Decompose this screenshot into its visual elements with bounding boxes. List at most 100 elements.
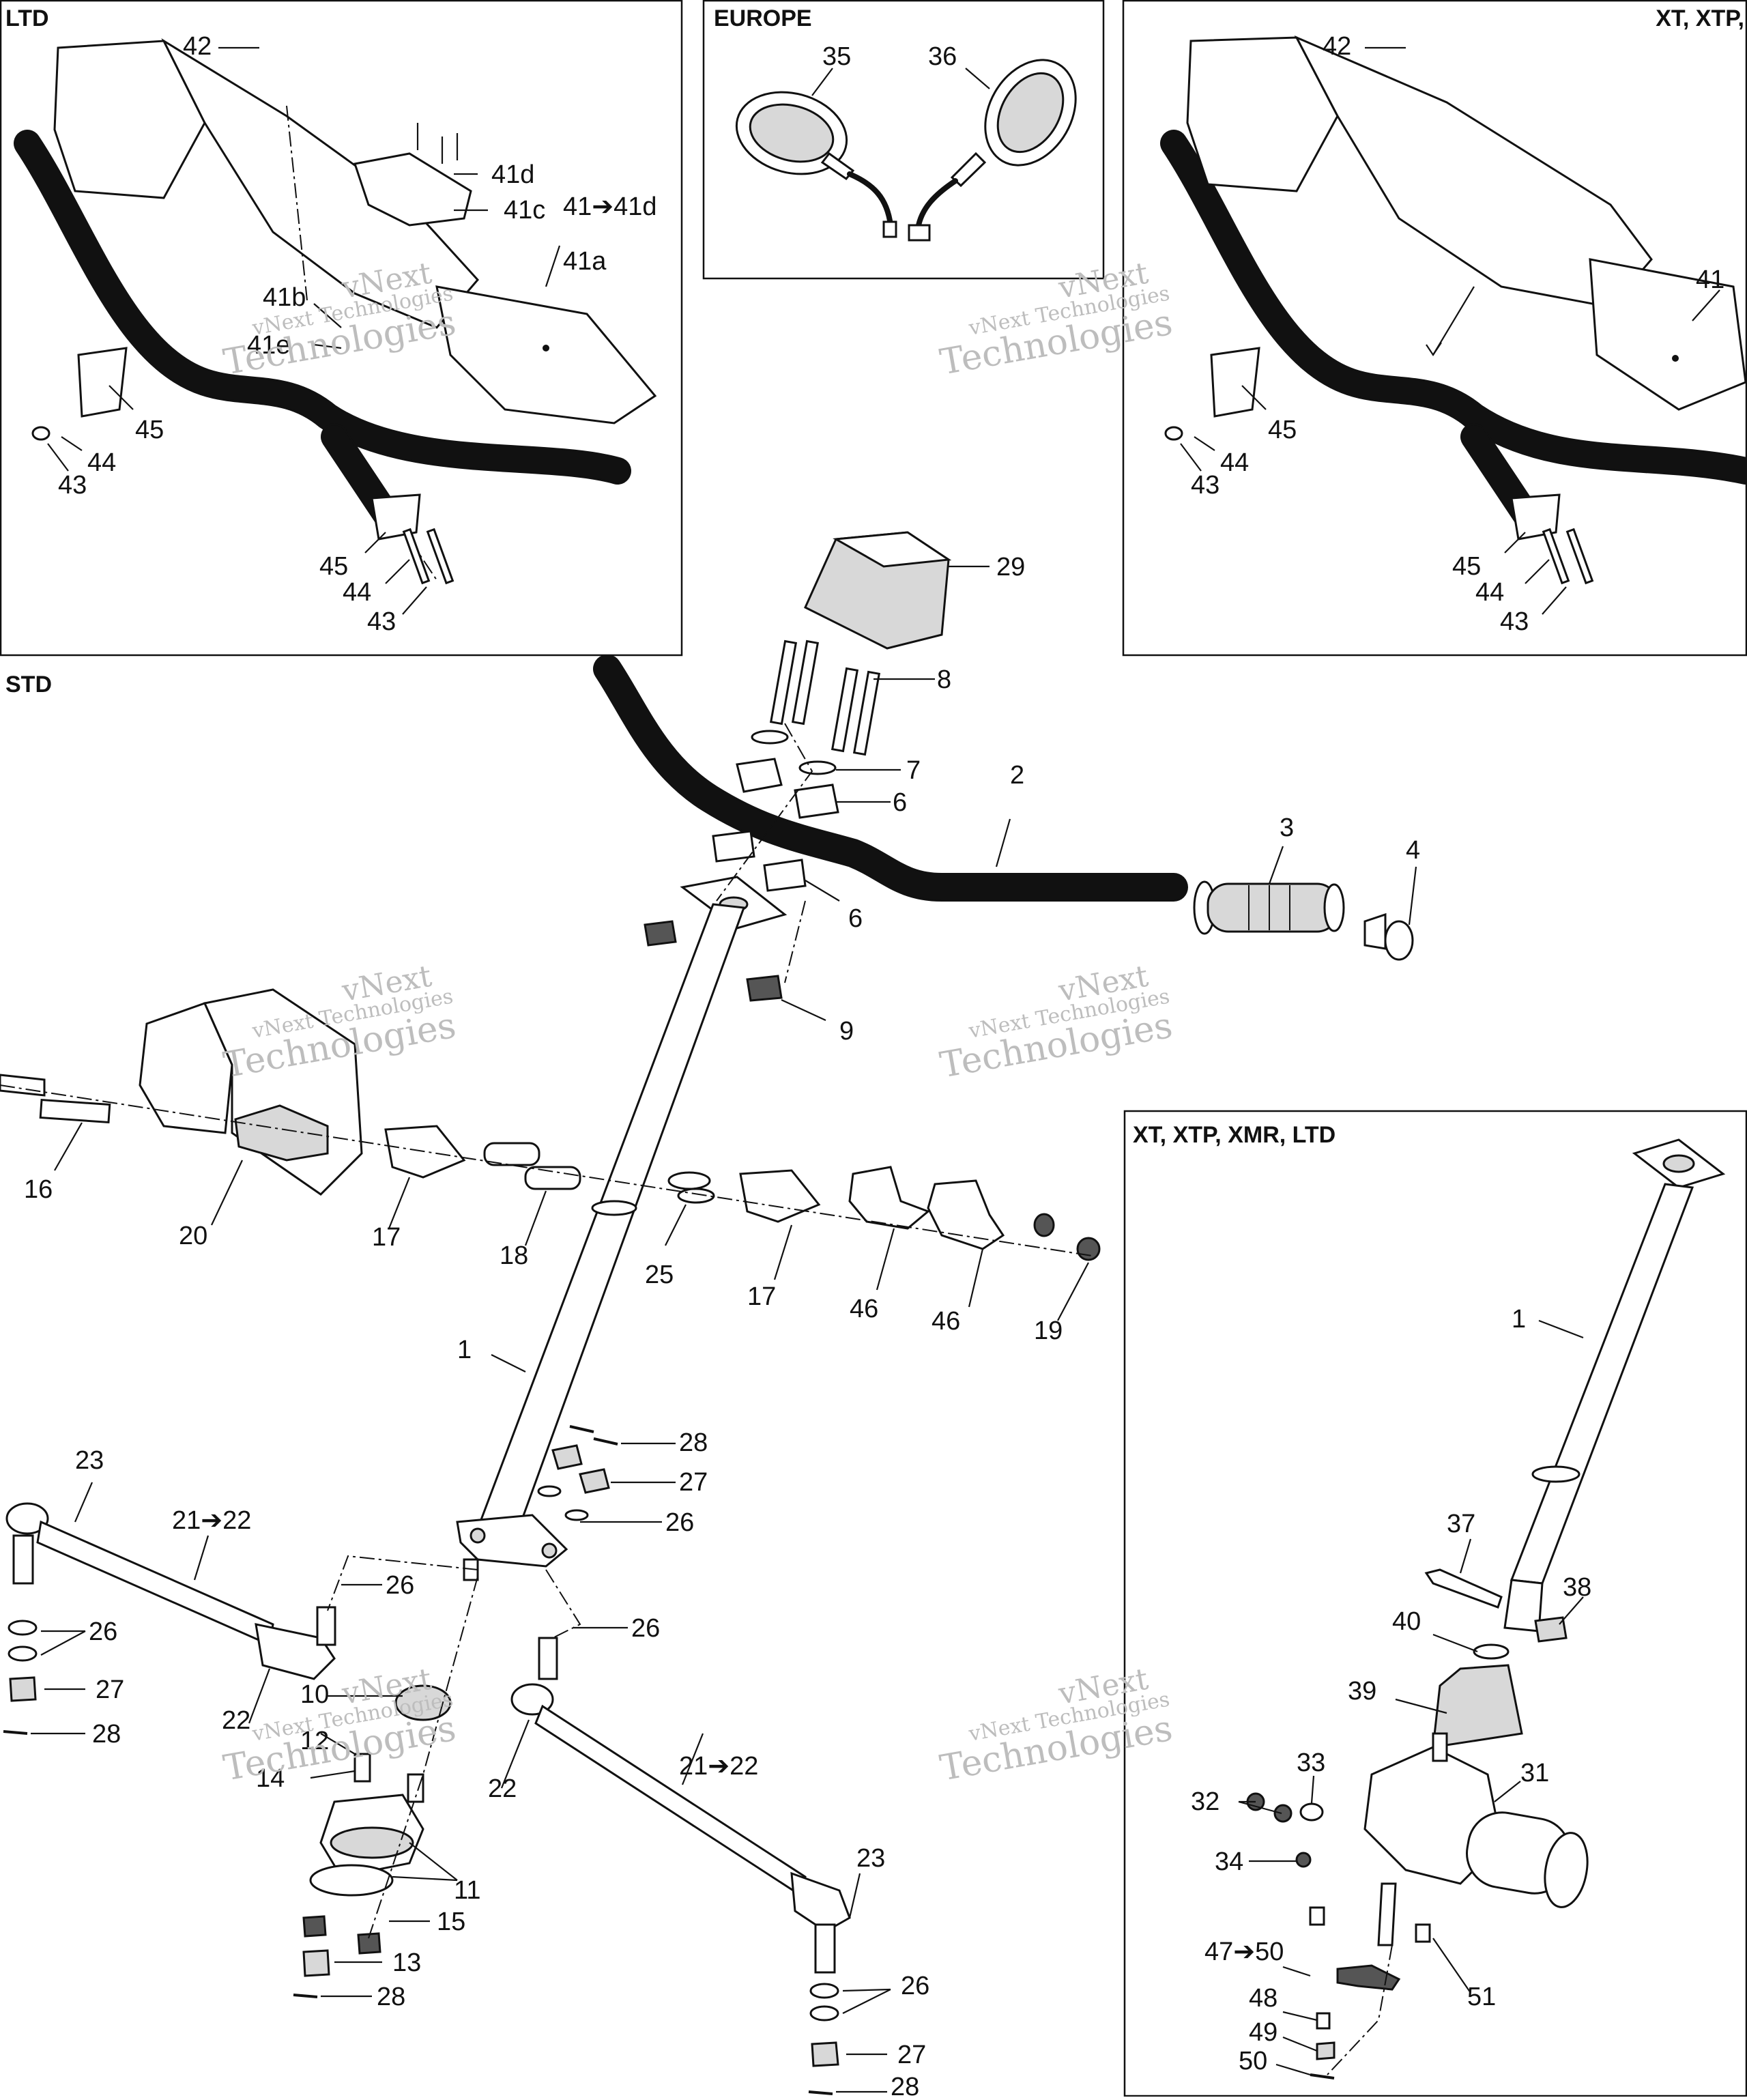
callout-xt-43-lower: 43: [1500, 607, 1529, 636]
clamp-6-upper: [736, 758, 783, 793]
callout-ltd-45-lower: 45: [319, 552, 348, 581]
callout-xt-38: 38: [1563, 1573, 1591, 1602]
callout-17-right: 17: [747, 1282, 776, 1311]
callout-xt-47-50: 47➔50: [1204, 1938, 1284, 1966]
callout-ltd-41e: 41e: [247, 331, 290, 360]
callout-xt-33: 33: [1297, 1749, 1325, 1777]
callout-8: 8: [937, 665, 951, 694]
grip-3: [1207, 882, 1339, 933]
section-title-xt-bottom: XT, XTP, XMR, LTD: [1133, 1122, 1335, 1148]
callout-26-top: 26: [665, 1508, 694, 1537]
callout-14: 14: [256, 1764, 285, 1793]
callout-15: 15: [437, 1908, 465, 1936]
ltd-handguard-right-shell: [435, 285, 657, 425]
xt-top-panel: [1122, 0, 1747, 657]
std-steering-drawing: [0, 531, 1414, 2095]
callout-26-left: 26: [89, 1617, 117, 1646]
callout-xt-39: 39: [1348, 1677, 1376, 1706]
callout-16: 16: [24, 1175, 53, 1204]
clamp-6-lower: [712, 830, 755, 863]
callout-6-lower: 6: [848, 904, 863, 933]
section-title-std: STD: [5, 672, 52, 697]
ltd-clamp-45-lower: [371, 493, 421, 541]
callout-23-left: 23: [75, 1446, 104, 1475]
bushing-17-right: [739, 1169, 821, 1223]
callout-20: 20: [179, 1222, 207, 1250]
section-title-ltd: LTD: [5, 5, 49, 31]
callout-xt-50: 50: [1239, 2047, 1267, 2075]
callout-21-22-right: 21➔22: [679, 1752, 758, 1781]
bushing-17-left: [384, 1125, 466, 1179]
callout-26-mid-right: 26: [631, 1614, 660, 1643]
end-plug-4: [1384, 920, 1414, 961]
callout-2: 2: [1010, 761, 1024, 790]
xt-bottom-leaders: [1238, 1319, 1584, 2076]
callout-ltd-44-lower: 44: [343, 578, 371, 607]
callout-xt-42: 42: [1323, 32, 1351, 61]
xt-boot-39: [1432, 1664, 1523, 1749]
callout-ltd-41a: 41a: [563, 247, 607, 276]
callout-ltd-45-upper: 45: [135, 416, 164, 444]
ltd-handguard-bridge: [161, 38, 480, 329]
callout-27-top: 27: [679, 1468, 708, 1497]
europe-panel: [702, 0, 1105, 280]
callout-xt-31: 31: [1520, 1759, 1549, 1787]
callout-4: 4: [1406, 836, 1420, 865]
callout-22-left: 22: [222, 1706, 250, 1735]
callout-xt-32: 32: [1191, 1787, 1219, 1816]
ltd-panel: [0, 0, 683, 657]
callout-xt-48: 48: [1249, 1984, 1277, 2013]
section-title-europe: EUROPE: [714, 5, 812, 31]
callout-1: 1: [457, 1336, 472, 1364]
ltd-leaders: [47, 46, 561, 615]
callout-28-left: 28: [92, 1720, 121, 1749]
callout-21-22-left: 21➔22: [172, 1506, 251, 1535]
callout-23-right: 23: [856, 1844, 885, 1873]
callout-eu-35: 35: [822, 42, 851, 71]
callout-xt-44-lower: 44: [1475, 578, 1504, 607]
callout-ltd-43-upper: 43: [58, 471, 87, 500]
callout-46-right: 46: [932, 1307, 960, 1336]
callout-11: 11: [454, 1876, 480, 1905]
callout-ltd-41b: 41b: [263, 283, 306, 312]
callout-xt-49: 49: [1249, 2018, 1277, 2047]
callout-27-left: 27: [96, 1675, 124, 1704]
callout-ltd-44-upper: 44: [87, 448, 116, 477]
callout-ltd-41c: 41c: [504, 196, 545, 225]
std-leaders: [31, 565, 1417, 2093]
callout-28-bottom: 28: [377, 1983, 405, 2011]
callout-13: 13: [392, 1948, 421, 1977]
tie-rod-right: [534, 1704, 807, 1896]
callout-7: 7: [906, 756, 921, 785]
section-title-xt-top: XT, XTP,: [1656, 5, 1744, 31]
callout-xt-41: 41: [1696, 265, 1724, 294]
callout-ltd-43-lower: 43: [367, 607, 396, 636]
callout-6-upper: 6: [893, 788, 907, 817]
callout-17-left: 17: [372, 1223, 401, 1252]
callout-xt-34: 34: [1215, 1847, 1243, 1876]
callout-28-right: 28: [891, 2073, 919, 2097]
ltd-bracket-41c: [353, 152, 472, 227]
ltd-handlebar-drawing: [14, 38, 657, 585]
callout-xt-44-upper: 44: [1220, 448, 1249, 477]
callout-12: 12: [300, 1727, 329, 1755]
callout-46-left: 46: [850, 1295, 878, 1323]
std-center-lines: [0, 723, 1093, 1939]
callout-10: 10: [300, 1680, 329, 1709]
callout-xt-51: 51: [1467, 1983, 1496, 2011]
callout-3: 3: [1280, 814, 1294, 842]
europe-mirrors-drawing: [735, 59, 1077, 242]
callout-26-right: 26: [901, 1972, 929, 2000]
xt-bottom-panel: [1123, 1110, 1747, 2097]
callout-xt-1: 1: [1512, 1305, 1526, 1334]
callout-xt-37: 37: [1447, 1510, 1475, 1538]
callout-26-mid-left: 26: [386, 1571, 414, 1600]
callout-28-top: 28: [679, 1428, 708, 1457]
xt-bottom-steering-drawing: [1246, 1138, 1726, 2080]
callout-ltd-41-41d: 41➔41d: [563, 192, 657, 221]
callout-xt-45-lower: 45: [1452, 552, 1481, 581]
ltd-clamp-45-upper: [77, 347, 128, 418]
callout-xt-40: 40: [1392, 1607, 1421, 1636]
